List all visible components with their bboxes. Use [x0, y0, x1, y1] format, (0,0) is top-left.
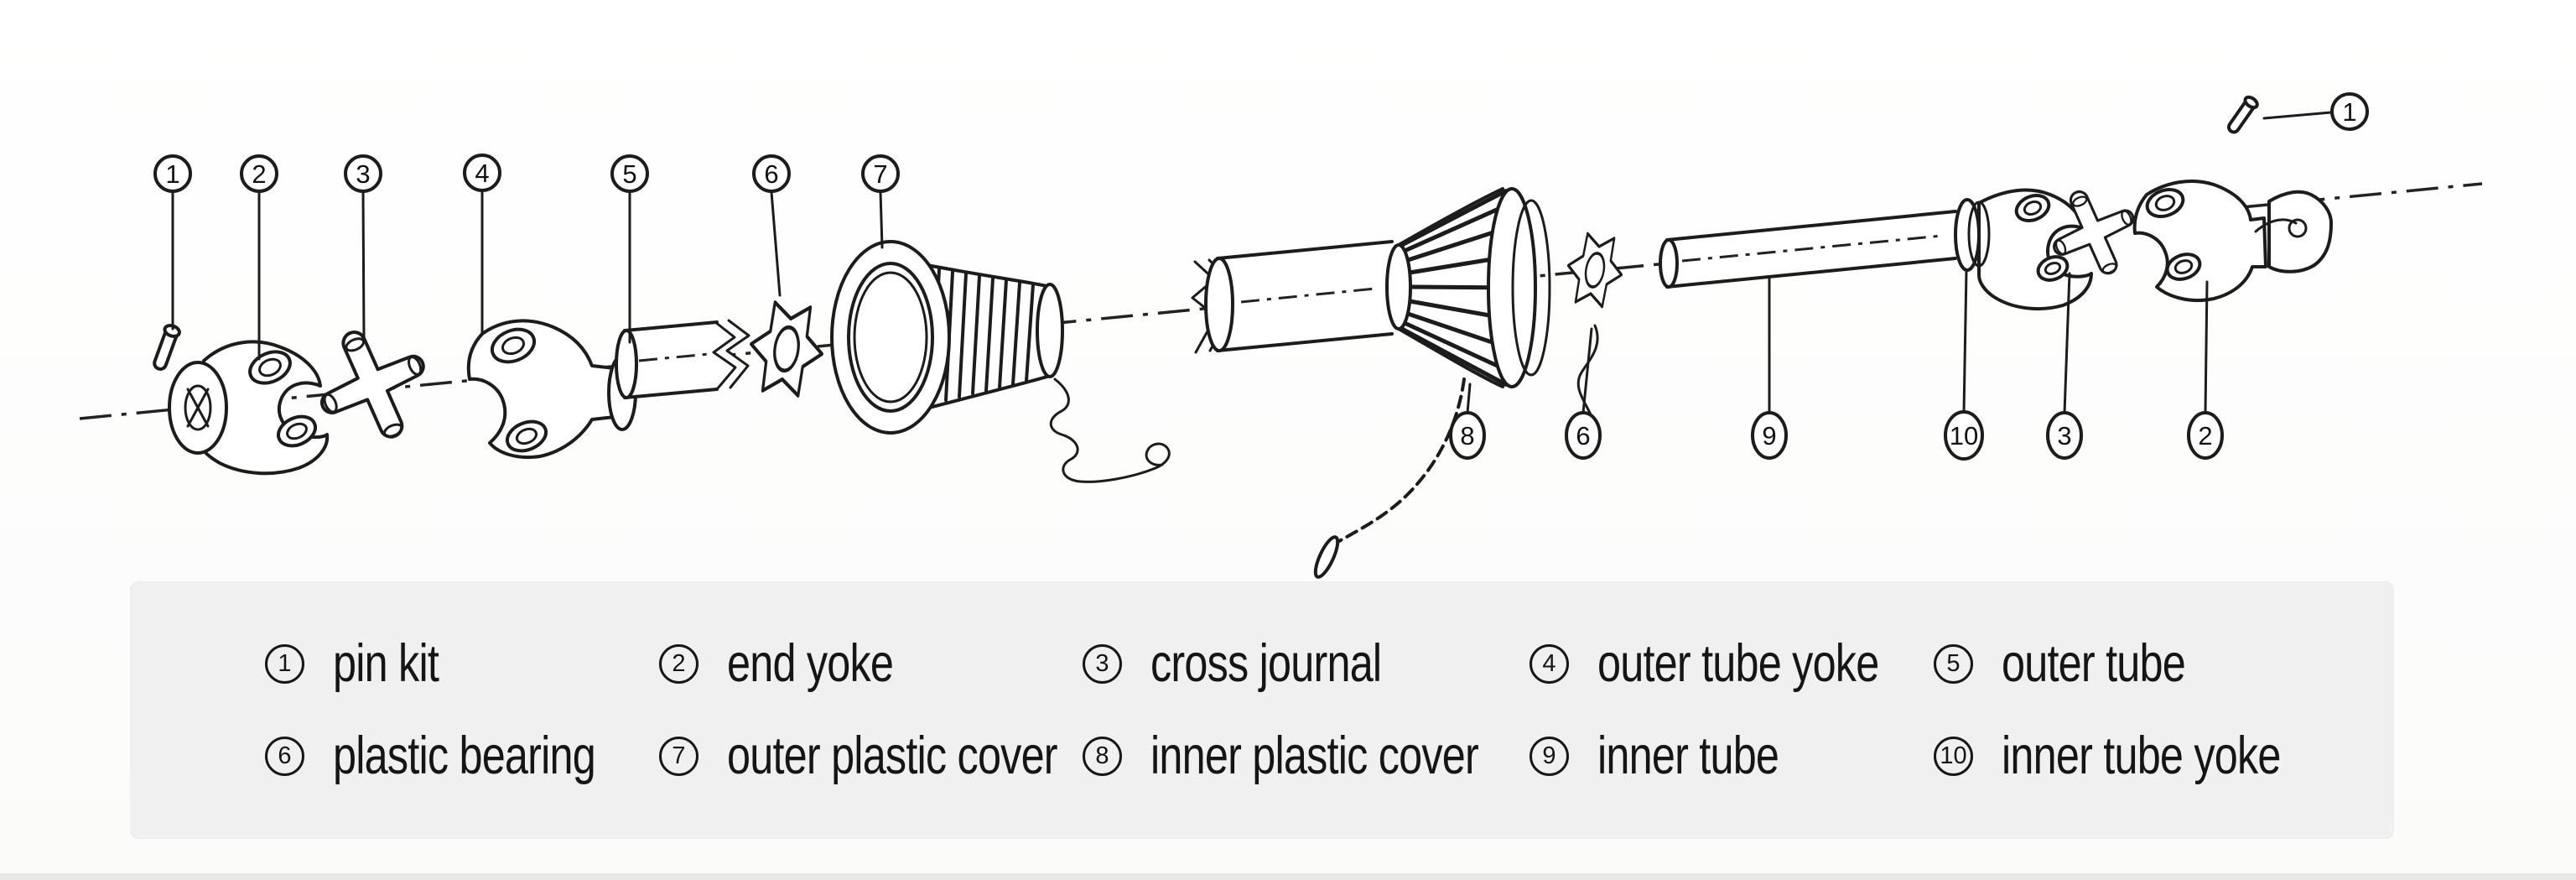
svg-text:8: 8: [1460, 421, 1474, 450]
part-end-yoke-left: [168, 340, 330, 476]
callout-2-end-yoke: 2: [240, 154, 278, 193]
legend-label-inner-tube-yoke: inner tube yoke: [2002, 726, 2281, 785]
svg-text:4: 4: [475, 159, 489, 188]
legend-num-6: 6: [265, 736, 304, 776]
legend-label-outer-tube-yoke: outer tube yoke: [1597, 634, 1879, 693]
legend-item-cross-journal: 3 cross journal: [1083, 634, 1439, 693]
safety-chain: [1333, 378, 1466, 545]
part-inner-tube: [1659, 210, 1957, 289]
legend-num-4: 4: [1530, 643, 1569, 684]
callout-10-inner-tube-yoke: 10: [1944, 410, 1984, 461]
legend-item-inner-tube: 9 inner tube: [1530, 726, 1824, 785]
legend-num-9: 9: [1530, 736, 1569, 776]
cover-spring-wire: [1049, 378, 1171, 483]
legend-item-outer-plastic-cover: 7 outer plastic cover: [659, 726, 1140, 785]
part-inner-tube-yoke: [1954, 188, 2093, 311]
svg-text:9: 9: [1762, 421, 1776, 450]
legend-label-cross-journal: cross journal: [1150, 634, 1382, 693]
flange-yoke-half: [2267, 190, 2333, 273]
callout-7-outer-plastic-cover: 7: [861, 154, 900, 193]
svg-text:2: 2: [2198, 421, 2212, 450]
tube-break-line: [712, 320, 737, 391]
bottom-edge-strip: [0, 873, 2576, 880]
legend-item-plastic-bearing: 6 plastic bearing: [265, 726, 661, 785]
callout-6-plastic-bearing: 6: [752, 154, 791, 193]
part-plastic-bearing-left: [750, 300, 823, 398]
part-pin-kit-right: [2226, 95, 2259, 134]
legend-label-pin-kit: pin kit: [333, 634, 439, 693]
part-end-yoke-right: [2132, 180, 2333, 303]
legend-item-inner-plastic-cover: 8 inner plastic cover: [1083, 726, 1561, 785]
callout-8-inner-plastic-cover: 8: [1449, 411, 1486, 460]
callout-1b-pin-kit: 1: [2262, 92, 2369, 131]
legend-num-5: 5: [1934, 643, 1973, 684]
svg-text:1: 1: [2342, 97, 2356, 127]
leader-lines-top: [171, 190, 884, 361]
part-cross-journal-left: [319, 331, 425, 439]
chain-end-tag: [1313, 535, 1340, 579]
legend-num-8: 8: [1083, 736, 1122, 776]
part-cross-journal-right: [2053, 190, 2135, 275]
svg-text:2: 2: [252, 159, 266, 189]
legend-num-7: 7: [659, 736, 699, 776]
callout-9-inner-tube: 9: [1751, 411, 1788, 460]
legend-num-10: 10: [1934, 736, 1973, 776]
legend-item-pin-kit: 1 pin kit: [265, 634, 465, 693]
legend-num-1: 1: [265, 643, 304, 684]
part-outer-tube: [615, 319, 750, 399]
part-inner-plastic-cover: [1313, 187, 1551, 579]
callout-2b-end-yoke: 2: [2187, 411, 2224, 460]
legend-item-outer-tube-yoke: 4 outer tube yoke: [1530, 634, 1949, 693]
legend-label-end-yoke: end yoke: [727, 634, 894, 693]
legend-label-inner-tube: inner tube: [1597, 726, 1779, 785]
legend-panel: 1 pin kit 2 end yoke 3 cross journal 4 o…: [130, 581, 2394, 839]
tube-break-line: [725, 319, 750, 389]
callout-3b-cross-journal: 3: [2046, 411, 2083, 460]
svg-text:3: 3: [2057, 421, 2071, 450]
legend-item-end-yoke: 2 end yoke: [659, 634, 935, 693]
part-plastic-bearing-right: [1566, 232, 1623, 448]
legend-item-inner-tube-yoke: 10 inner tube yoke: [1934, 726, 2350, 785]
legend-label-plastic-bearing: plastic bearing: [333, 726, 596, 785]
callout-1-pin-kit: 1: [153, 154, 192, 193]
callout-5-outer-tube: 5: [610, 154, 649, 193]
leader-lines-bottom: [1466, 268, 2209, 414]
part-pin-kit-left: [153, 324, 181, 371]
legend-label-outer-plastic-cover: outer plastic cover: [727, 726, 1058, 785]
callout-3-cross-journal: 3: [344, 154, 382, 193]
svg-text:1: 1: [165, 159, 179, 189]
legend-num-2: 2: [659, 643, 699, 684]
svg-text:3: 3: [356, 159, 370, 189]
svg-text:7: 7: [873, 159, 887, 189]
svg-text:10: 10: [1950, 421, 1978, 450]
legend-num-3: 3: [1083, 643, 1122, 684]
part-outer-tube-yoke: [466, 319, 637, 459]
part-outer-plastic-cover: [830, 240, 1171, 483]
callout-4-outer-tube-yoke: 4: [463, 154, 501, 192]
svg-text:6: 6: [1576, 421, 1590, 450]
legend-item-outer-tube: 5 outer tube: [1934, 634, 2231, 693]
callout-6b-plastic-bearing: 6: [1565, 411, 1602, 460]
exploded-view-diagram: 1 2 3 4 5 6 7: [79, 92, 2483, 579]
legend-label-inner-plastic-cover: inner plastic cover: [1150, 726, 1479, 785]
svg-text:6: 6: [764, 159, 778, 189]
part-inner-shaft: [1191, 240, 1394, 354]
legend-label-outer-tube: outer tube: [2002, 634, 2186, 693]
svg-text:5: 5: [622, 159, 636, 189]
